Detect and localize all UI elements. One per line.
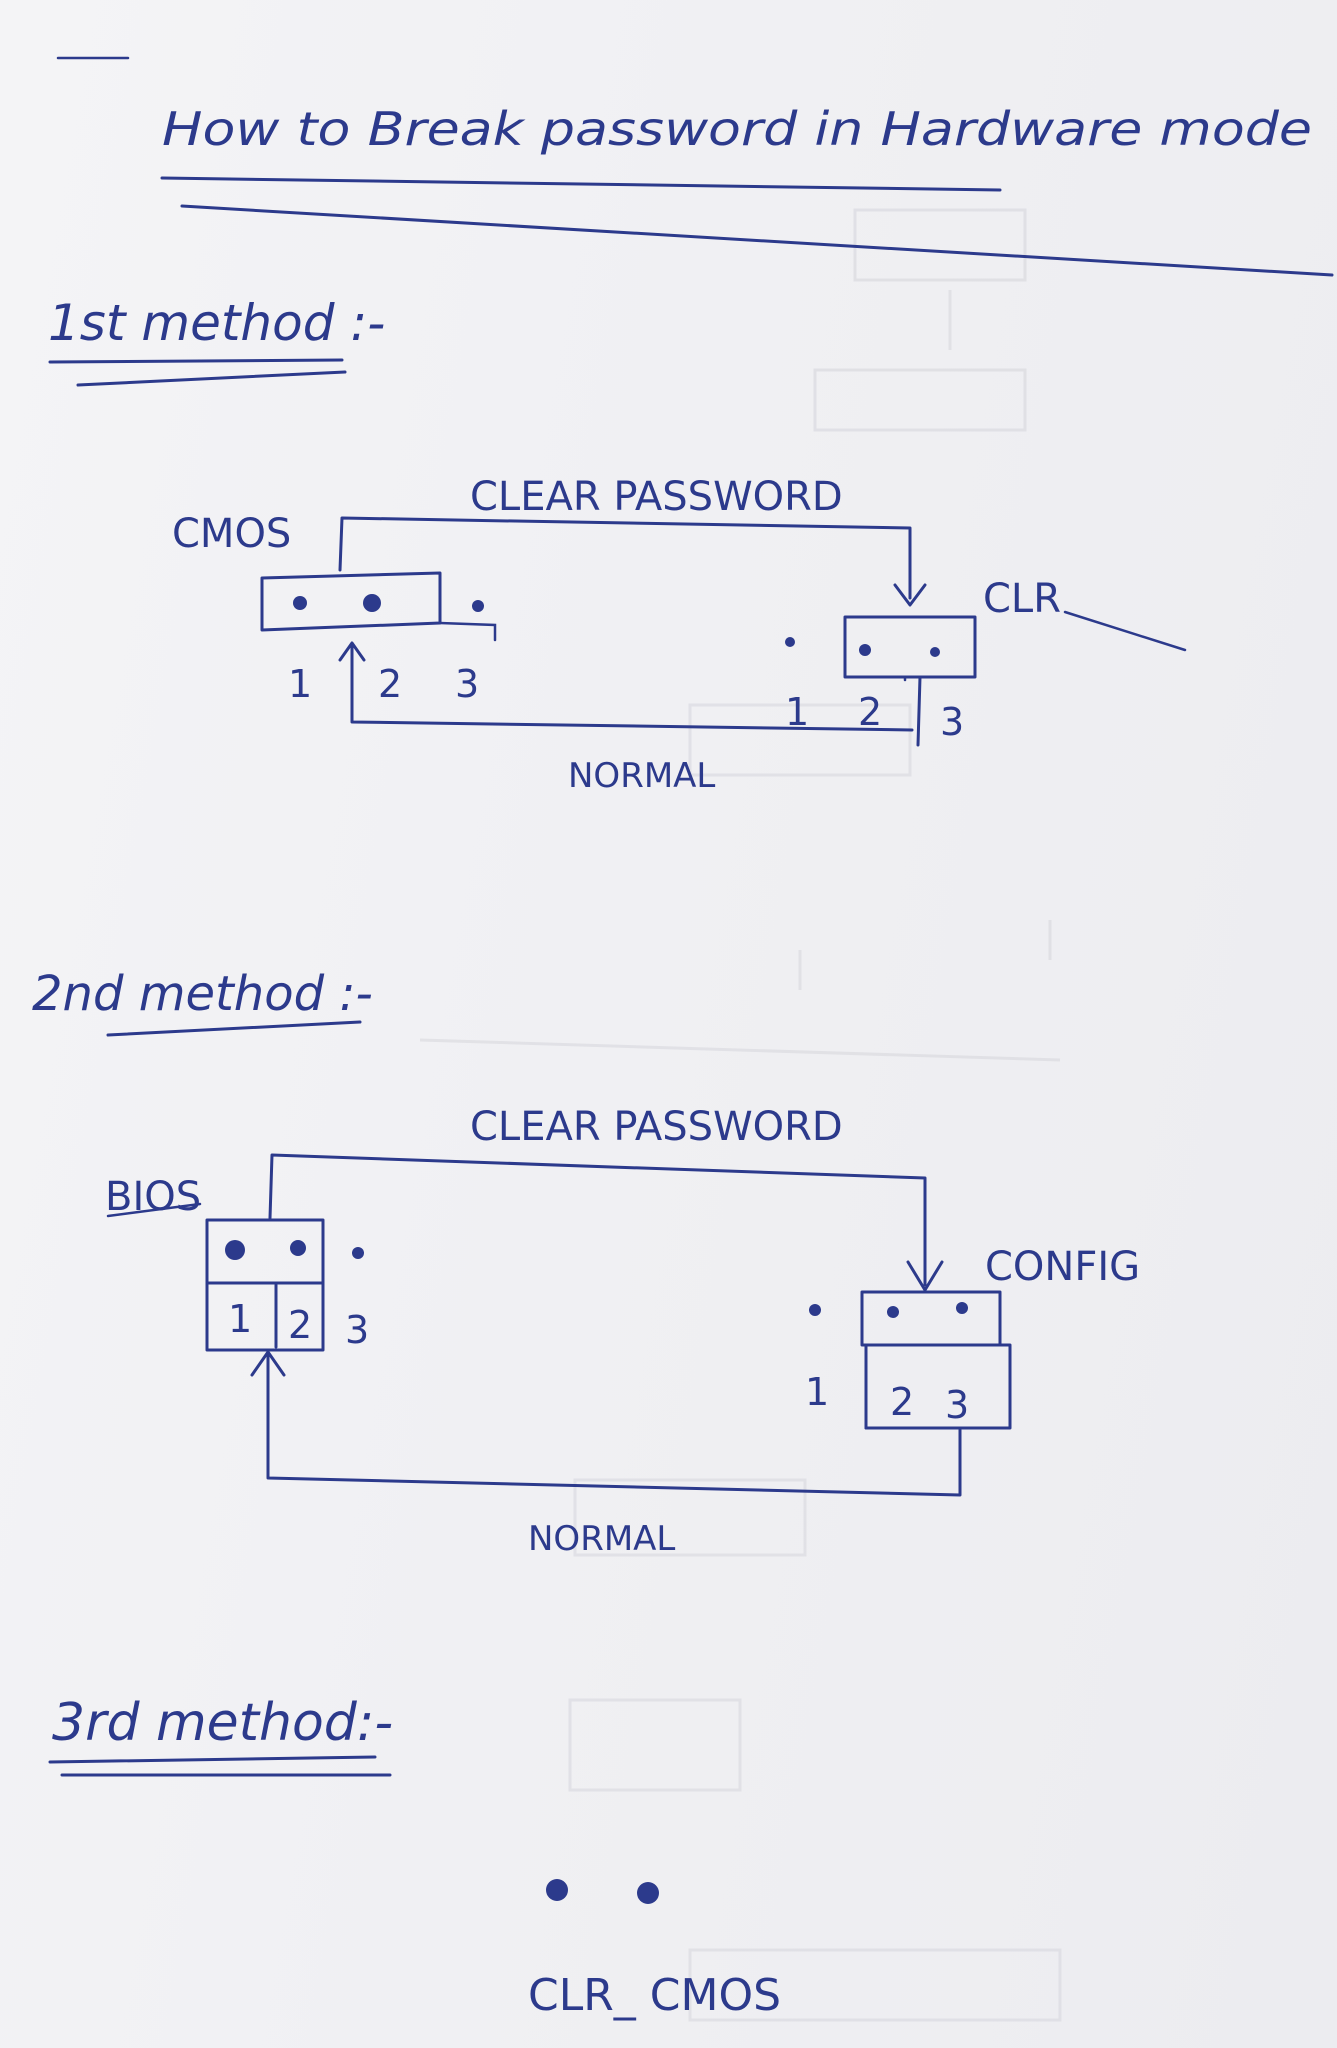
- method-2-right-pin-2: [887, 1306, 899, 1318]
- method-2-clear-connector: [268, 1153, 927, 1287]
- method-2-left-pin-label-2: 2: [288, 1303, 312, 1347]
- method-2-bottom-label: NORMAL: [528, 1519, 675, 1559]
- method-3-pin-2: [637, 1882, 659, 1904]
- method-1-right-label-tail: [1063, 610, 1187, 652]
- method-1-right-pin-2: [859, 644, 871, 656]
- method-2-right-pin-label-3: 3: [945, 1383, 969, 1427]
- method-2-left-label: BIOS: [105, 1174, 201, 1220]
- method-3-section: 3rd method:- CLR_ CMOS: [48, 1693, 781, 2021]
- method-2-left-pin-3: [352, 1247, 364, 1259]
- method-1-top-label: CLEAR PASSWORD: [470, 474, 843, 520]
- method-2-right-pin-label-2: 2: [890, 1380, 914, 1424]
- method-3-underline-1: [48, 1755, 377, 1764]
- method-1-left-pin-2: [363, 594, 381, 612]
- page-title: How to Break password in Hardware mode: [162, 102, 1312, 156]
- method-2-right-pin-3: [956, 1302, 968, 1314]
- method-1-right-pin-3: [930, 647, 940, 657]
- method-1-left-label: CMOS: [172, 511, 291, 557]
- method-1-right-divider: [916, 675, 922, 747]
- method-2-right-pin-label-1: 1: [805, 1370, 829, 1414]
- method-1-right-pin-1: [785, 637, 795, 647]
- method-2-left-jumper-cap: [205, 1218, 325, 1352]
- method-3-pin-1: [546, 1879, 568, 1901]
- method-1-normal-connector: [350, 643, 914, 732]
- method-2-top-label: CLEAR PASSWORD: [470, 1104, 843, 1150]
- method-2-left-pin-label-3: 3: [345, 1308, 369, 1352]
- method-1-left-jumper-cap: [260, 571, 442, 632]
- method-1-heading: 1st method :-: [48, 294, 385, 352]
- method-2-right-jumper-bottom: [864, 1343, 1012, 1430]
- method-1-left-pin-3: [472, 600, 484, 612]
- method-2-section: 2nd method :- BIOS CLEAR PASSWORD CONFIG…: [32, 966, 1140, 1559]
- method-1-left-pin-label-3: 3: [455, 662, 479, 706]
- method-2-normal-arrowhead: [250, 1350, 286, 1377]
- method-2-left-pin-1: [225, 1240, 245, 1260]
- method-1-left-pin-label-2: 2: [378, 662, 402, 706]
- method-3-label: CLR_ CMOS: [528, 1970, 781, 2021]
- method-1-left-pin-label-1: 1: [288, 662, 312, 706]
- method-1-clear-connector: [338, 516, 912, 600]
- bleed-through-marks: [419, 208, 1062, 2022]
- method-1-right-label: CLR: [983, 576, 1061, 622]
- method-1-right-pin-label-1: 1: [785, 690, 809, 734]
- method-3-heading: 3rd method:-: [52, 1693, 393, 1753]
- method-2-clear-arrowhead: [906, 1260, 944, 1292]
- method-1-left-pin-1: [293, 596, 307, 610]
- method-1-right-jumper-cap: [843, 615, 977, 679]
- method-1-clear-arrowhead: [893, 583, 927, 607]
- title-underline-1: [160, 176, 1002, 192]
- method-1-underline-1: [48, 358, 344, 364]
- method-1-underline-2: [76, 370, 347, 387]
- method-1-left-header-edge: [438, 621, 497, 642]
- method-2-left-pin-label-1: 1: [228, 1297, 252, 1341]
- method-2-right-pin-1: [809, 1304, 821, 1316]
- method-2-left-pin-2: [290, 1240, 306, 1256]
- method-2-right-label: CONFIG: [985, 1244, 1140, 1290]
- method-2-underline: [106, 1020, 362, 1037]
- method-1-bottom-label: NORMAL: [568, 756, 715, 796]
- method-2-normal-connector: [266, 1353, 962, 1497]
- method-2-right-jumper-top: [860, 1290, 1002, 1347]
- method-1-normal-arrowhead: [338, 641, 366, 662]
- method-1-right-pin-label-3: 3: [940, 700, 964, 744]
- title-underline-2: [180, 204, 1334, 277]
- method-2-heading: 2nd method :-: [32, 966, 373, 1022]
- method-2-left-label-underline: [106, 1202, 202, 1218]
- method-1-right-pin-label-2: 2: [858, 690, 882, 734]
- method-1-section: 1st method :- CMOS CLEAR PASSWORD CLR NO…: [48, 294, 1187, 796]
